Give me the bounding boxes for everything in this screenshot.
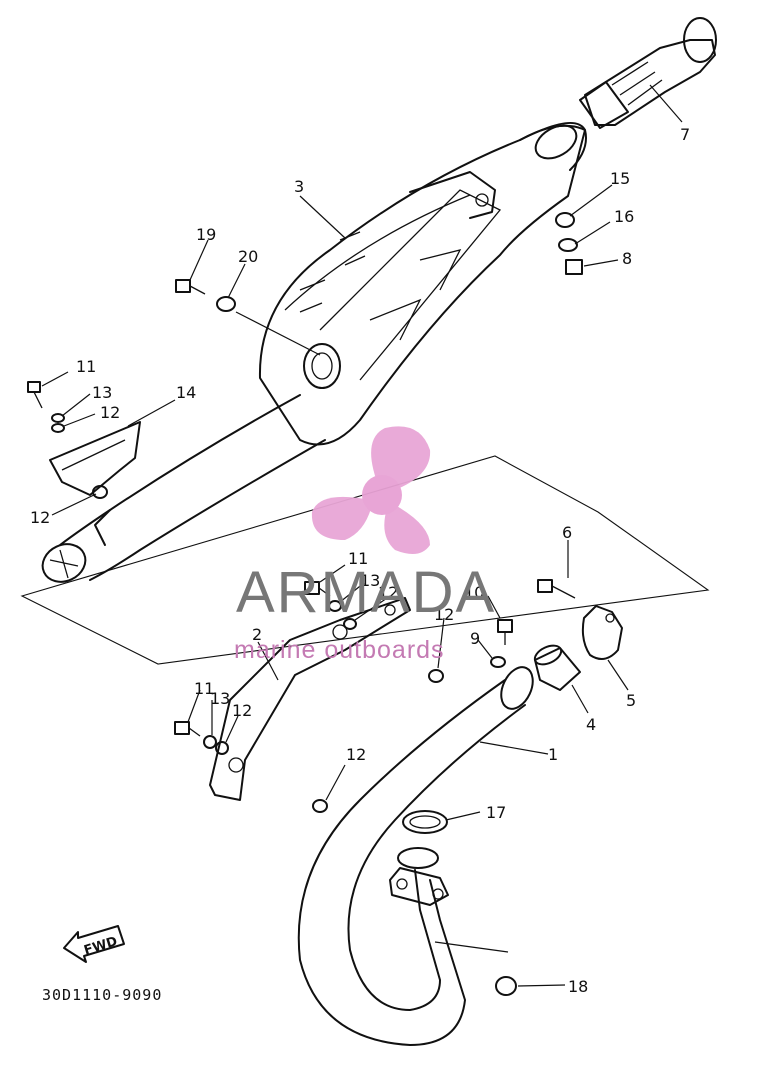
grommet-12-a <box>92 485 108 499</box>
bolt-19 <box>175 279 206 295</box>
callout-3: 3 <box>294 177 304 196</box>
callout-9: 9 <box>470 629 480 648</box>
muffler <box>41 122 587 583</box>
callout-12-b: 12 <box>30 508 50 527</box>
washer-13-c <box>328 600 342 612</box>
callout-12-e: 12 <box>232 701 252 720</box>
clamp <box>581 605 623 660</box>
callout-12-f: 12 <box>346 745 366 764</box>
callout-7: 7 <box>680 125 690 144</box>
bolt-11-top <box>27 381 43 409</box>
grommet-12-c <box>428 669 444 683</box>
heat-protector <box>49 421 141 496</box>
callout-12-d: 12 <box>434 605 454 624</box>
washer-13-b <box>203 735 217 749</box>
callout-15: 15 <box>610 169 630 188</box>
bolt-6 <box>537 579 576 599</box>
washer-9 <box>490 656 506 668</box>
callout-17: 17 <box>486 803 506 822</box>
callout-11-mid: 11 <box>348 549 368 568</box>
exhaust-pipe <box>297 666 534 1046</box>
washer-13-a <box>51 413 65 423</box>
nut-18 <box>495 976 517 996</box>
propeller-logo <box>311 426 431 554</box>
grommet-12-f <box>343 618 357 630</box>
washer-16 <box>558 238 578 252</box>
washer-20 <box>216 296 236 312</box>
callout-18: 18 <box>568 977 588 996</box>
nut-8 <box>565 259 583 275</box>
fwd-label: FWD <box>82 934 119 958</box>
leader-lines <box>41 84 683 987</box>
callout-16: 16 <box>614 207 634 226</box>
callout-11-top: 11 <box>76 357 96 376</box>
callout-numbers: 1 2 3 4 5 6 7 8 9 10 11 11 11 12 12 12 1… <box>30 125 690 996</box>
forward-direction-arrow: FWD <box>63 925 125 963</box>
gasket <box>402 810 448 834</box>
callout-5: 5 <box>626 691 636 710</box>
callout-14: 14 <box>176 383 196 402</box>
bolt-11-low <box>174 721 201 737</box>
assembly-outline <box>20 455 710 665</box>
callout-1: 1 <box>548 745 558 764</box>
grommet-12-e <box>215 741 229 755</box>
tail-pipe <box>579 17 717 129</box>
diagram-code: 30D1110-9090 <box>42 986 162 1004</box>
callout-13-b: 13 <box>360 571 380 590</box>
callout-2: 2 <box>252 625 262 644</box>
callout-4: 4 <box>586 715 596 734</box>
callout-13-a: 13 <box>92 383 112 402</box>
callout-20: 20 <box>238 247 258 266</box>
gasket-inner <box>409 815 441 829</box>
callout-10: 10 <box>464 583 484 602</box>
callout-8: 8 <box>622 249 632 268</box>
grommet-12-b <box>51 423 65 433</box>
grommet-12-d <box>312 799 328 813</box>
callout-12-c: 12 <box>378 583 398 602</box>
bolt-11-mid <box>304 581 331 597</box>
callout-19: 19 <box>196 225 216 244</box>
exhaust-joint <box>533 644 581 691</box>
watermark-tagline: marine outboards <box>234 636 445 664</box>
muffler-stay <box>209 597 411 801</box>
callout-13-c: 13 <box>210 689 230 708</box>
callout-6: 6 <box>562 523 572 542</box>
watermark: ARMADA marine outboards <box>234 426 496 664</box>
callout-12-a: 12 <box>100 403 120 422</box>
watermark-brand: ARMADA <box>236 560 496 625</box>
callout-11-low: 11 <box>194 679 214 698</box>
grommet-15 <box>555 212 575 228</box>
bolt-10 <box>497 619 513 645</box>
